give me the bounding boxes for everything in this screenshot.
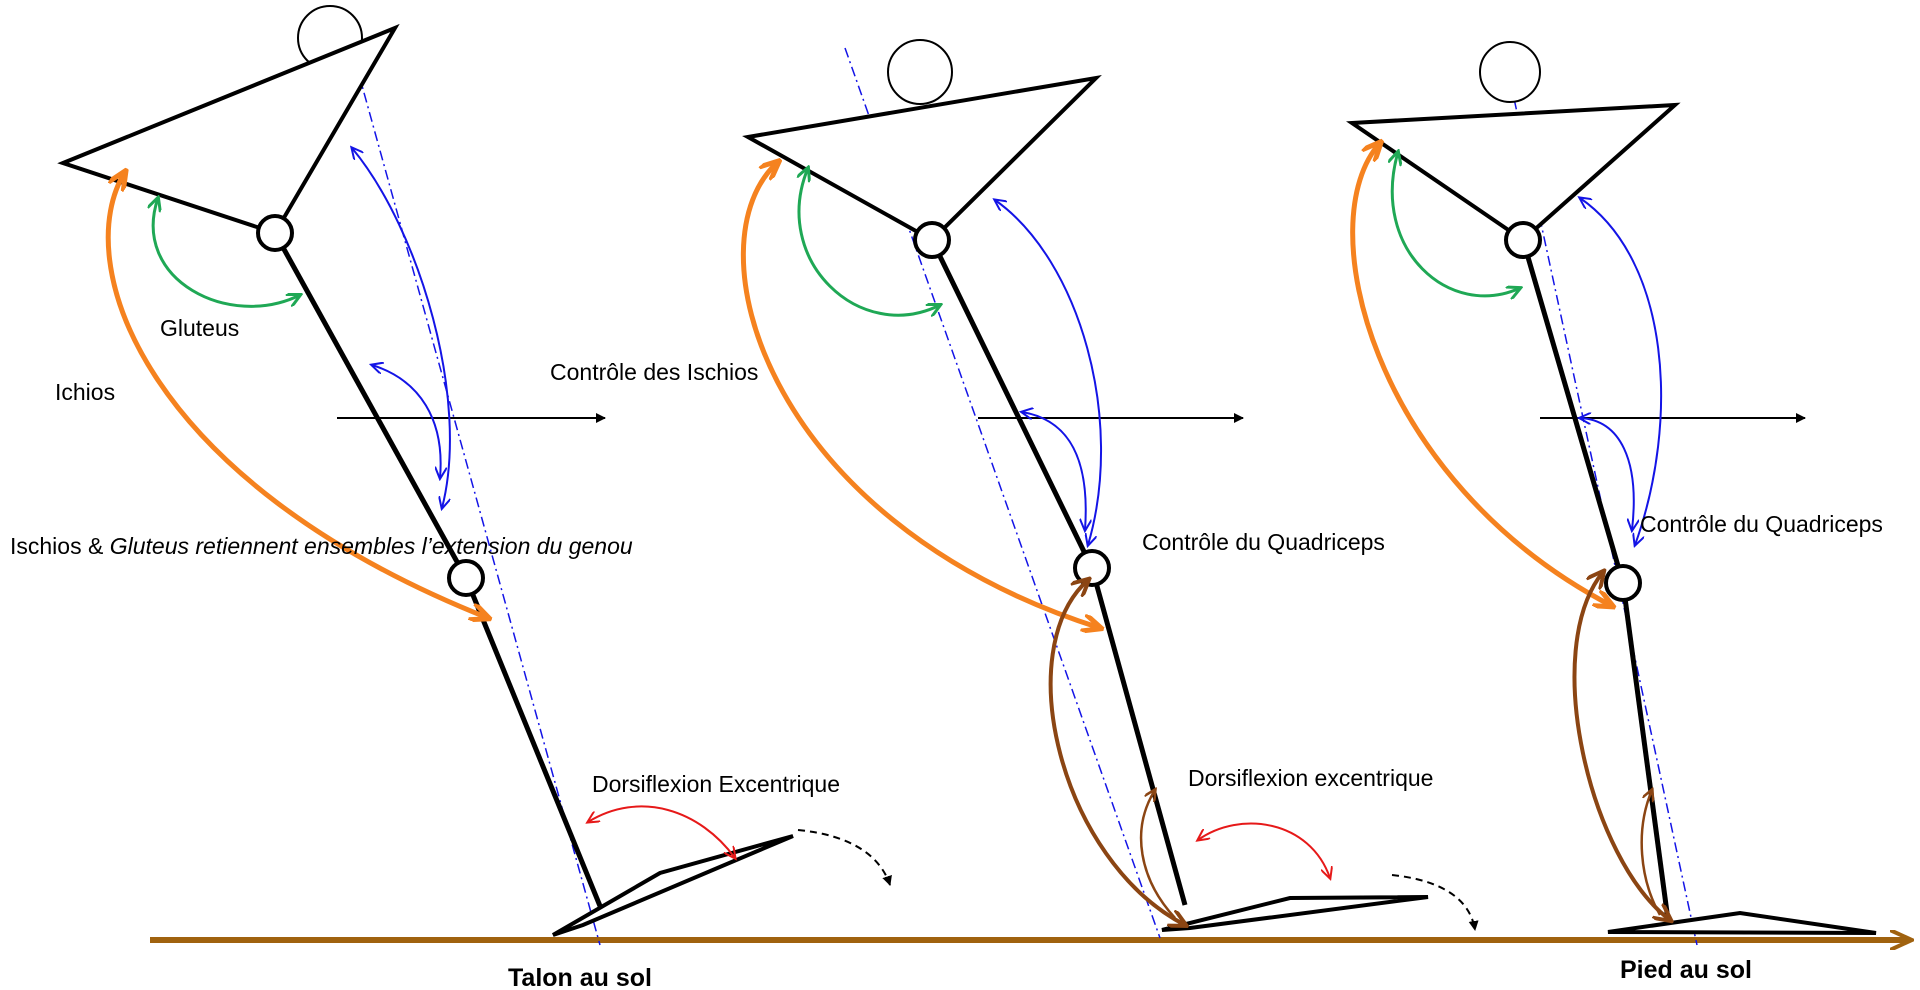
hip-joint-1 bbox=[256, 214, 294, 252]
label-controle-quadriceps-1: Contrôle du Quadriceps bbox=[1142, 529, 1385, 555]
shank-3 bbox=[1620, 582, 1671, 921]
foot-3 bbox=[1607, 910, 1877, 935]
label-retiennent-italic: Gluteus retiennent ensembles l’extension… bbox=[110, 533, 633, 559]
gluteus-arrow-1 bbox=[153, 198, 300, 308]
knee-control-arrow-3 bbox=[1580, 418, 1634, 530]
gluteus-arrow-2 bbox=[799, 168, 940, 315]
hip-joint-3 bbox=[1504, 221, 1542, 259]
ischios-arrow-1 bbox=[105, 172, 488, 618]
label-ischios-gluteus-retiennent: Ischios & Gluteus retiennent ensembles l… bbox=[10, 533, 633, 559]
thigh-1 bbox=[272, 231, 469, 580]
body-axis-line-1 bbox=[347, 34, 601, 946]
figure-heel-strike bbox=[57, 5, 892, 946]
ankle-control-arrow-2 bbox=[1139, 790, 1176, 919]
triceps-arrow-2 bbox=[1048, 580, 1185, 925]
ischios-arrow-3 bbox=[1350, 143, 1612, 606]
dorsiflexion-arrow-1 bbox=[588, 805, 735, 858]
hip-joint-2 bbox=[913, 221, 951, 259]
label-controle-ischios: Contrôle des Ischios bbox=[550, 359, 758, 385]
foot-rotation-arrow-1 bbox=[797, 829, 892, 886]
thigh-2 bbox=[929, 238, 1095, 570]
knee-control-arrow-2 bbox=[1022, 412, 1086, 530]
gluteus-arrow-3 bbox=[1392, 152, 1520, 296]
knee-joint-2 bbox=[1073, 549, 1111, 587]
quadriceps-arrow-3 bbox=[1580, 198, 1663, 545]
triceps-arrow-3 bbox=[1572, 572, 1670, 920]
label-gluteus: Gluteus bbox=[160, 315, 239, 341]
knee-control-arrow-1 bbox=[372, 365, 441, 478]
shank-1 bbox=[463, 577, 603, 907]
quadriceps-arrow-1 bbox=[352, 148, 451, 508]
foot-2 bbox=[1161, 895, 1429, 932]
label-controle-quadriceps-2: Contrôle du Quadriceps bbox=[1640, 511, 1883, 537]
label-dorsiflexion-1: Dorsiflexion Excentrique bbox=[592, 771, 840, 797]
head-circle-3 bbox=[1479, 41, 1541, 103]
foot-rotation-arrow-2 bbox=[1391, 874, 1479, 931]
figure-loading bbox=[740, 39, 1479, 939]
thigh-3 bbox=[1520, 239, 1626, 584]
head-circle-2 bbox=[887, 39, 953, 105]
label-retiennent-prefix: Ischios & bbox=[10, 533, 110, 559]
ankle-control-arrow-3 bbox=[1640, 790, 1662, 916]
quadriceps-arrow-2 bbox=[995, 200, 1103, 545]
foot-1 bbox=[551, 834, 794, 937]
knee-joint-3 bbox=[1604, 564, 1642, 602]
label-talon-au-sol: Talon au sol bbox=[508, 964, 652, 990]
pelvis-3 bbox=[1346, 102, 1681, 243]
label-ichios: Ichios bbox=[55, 379, 115, 405]
figure-foot-flat bbox=[1346, 41, 1877, 946]
dorsiflexion-arrow-2 bbox=[1198, 822, 1330, 878]
ischios-arrow-2 bbox=[740, 162, 1100, 628]
label-pied-au-sol: Pied au sol bbox=[1620, 956, 1752, 984]
knee-joint-1 bbox=[447, 559, 485, 597]
label-dorsiflexion-2: Dorsiflexion excentrique bbox=[1188, 765, 1433, 791]
